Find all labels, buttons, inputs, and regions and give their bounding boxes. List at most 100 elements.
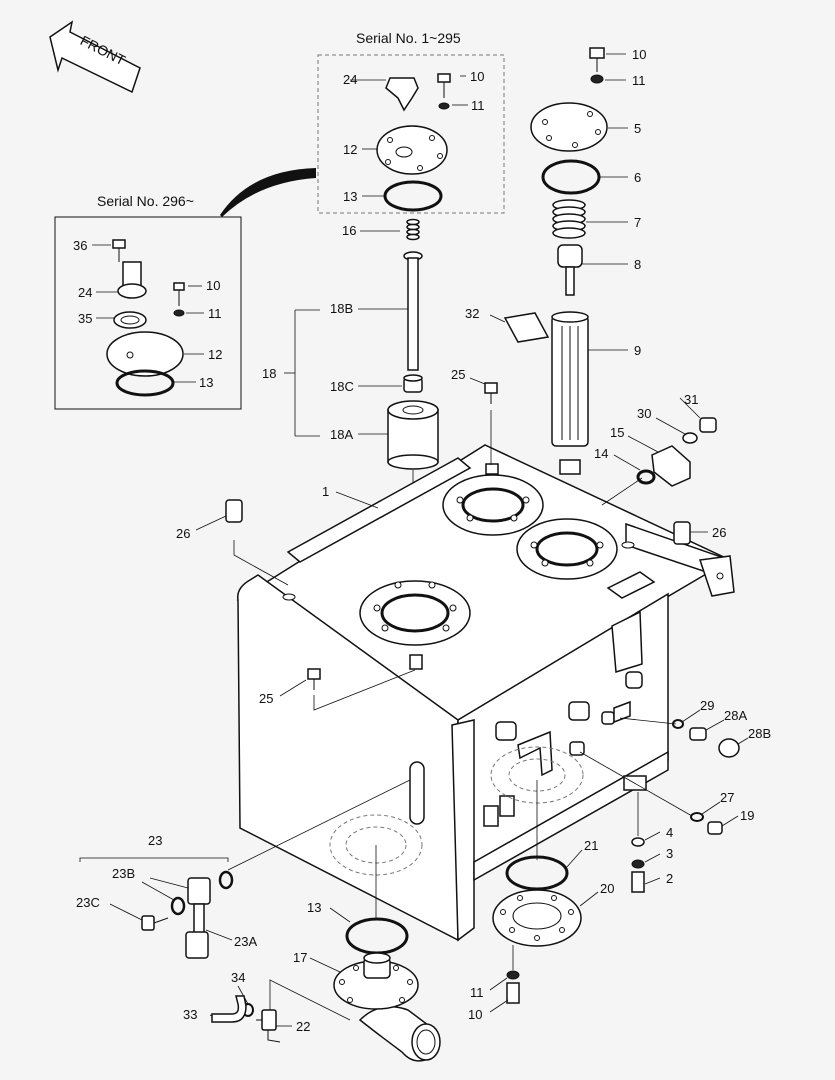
label-31: 31	[684, 392, 698, 407]
label-32: 32	[465, 306, 479, 321]
label-10c: 10	[206, 278, 220, 293]
label-5: 5	[634, 121, 641, 136]
label-24b: 24	[78, 285, 92, 300]
label-9: 9	[634, 343, 641, 358]
label-13c: 13	[307, 900, 321, 915]
bottom-cover-group: 21 20 11 10	[468, 838, 614, 1022]
label-26b: 26	[712, 525, 726, 540]
label-21: 21	[584, 838, 598, 853]
label-7: 7	[634, 215, 641, 230]
spring-washer	[438, 102, 450, 110]
port-flange-1	[442, 474, 544, 536]
label-23C: 23C	[76, 895, 100, 910]
plug-19-group: 27 19	[579, 751, 754, 835]
breather-filter	[122, 261, 142, 287]
label-29: 29	[700, 698, 714, 713]
label-11a: 11	[632, 73, 646, 88]
strainer-rod	[407, 257, 419, 371]
cover-plate-2	[106, 331, 184, 377]
port-flange-2	[516, 518, 618, 580]
label-13b: 13	[199, 375, 213, 390]
label-18A: 18A	[330, 427, 353, 442]
label-24: 24	[343, 72, 357, 87]
label-36: 36	[73, 238, 87, 253]
filter-o-ring	[541, 159, 601, 195]
front-arrow: FRONT	[49, 20, 141, 94]
label-6: 6	[634, 170, 641, 185]
label-25a: 25	[451, 367, 465, 382]
label-12b: 12	[208, 347, 222, 362]
bypass-valve	[557, 244, 583, 268]
gauge-o-ring-1	[170, 896, 186, 916]
label-22: 22	[296, 1019, 310, 1034]
label-27: 27	[720, 790, 734, 805]
label-20: 20	[600, 881, 614, 896]
cover-flange-group: 31 30 15 14	[594, 392, 717, 506]
label-11d: 11	[470, 985, 484, 1000]
serial-top-frame	[317, 54, 505, 214]
label-14: 14	[594, 446, 608, 461]
label-2: 2	[666, 871, 673, 886]
label-33: 33	[183, 1007, 197, 1022]
label-30: 30	[637, 406, 651, 421]
label-13: 13	[343, 189, 357, 204]
label-10a: 10	[632, 47, 646, 62]
label-18C: 18C	[330, 379, 354, 394]
label-15: 15	[610, 425, 624, 440]
label-8: 8	[634, 257, 641, 272]
flange-15	[651, 445, 691, 487]
magnet	[503, 312, 550, 343]
gauge-o-ring-2	[218, 870, 234, 890]
serial-1-295-detail: Serial No. 1~295 24 10 11 12 13	[317, 30, 505, 214]
label-11c: 11	[208, 306, 222, 321]
label-4: 4	[666, 825, 673, 840]
bottom-cover-20	[492, 889, 582, 947]
bolt-25-top: 25	[451, 367, 498, 465]
label-16: 16	[342, 223, 356, 238]
label-23: 23	[148, 833, 162, 848]
label-17: 17	[293, 950, 307, 965]
serial-top-label: Serial No. 1~295	[356, 30, 461, 46]
filter-cover	[530, 102, 608, 152]
label-18: 18	[262, 366, 276, 381]
breather-cap	[385, 77, 419, 112]
plug-26-group: 26 26	[176, 499, 726, 586]
suction-strainer-assembly: 16 18B 18 18C 18A	[262, 218, 439, 580]
label-12: 12	[343, 142, 357, 157]
label-11: 11	[471, 98, 485, 113]
suction-elbow-group: 13 17 34 33 22	[183, 900, 441, 1062]
level-gauge-group: 23 23B 23C 23A	[76, 779, 411, 959]
label-26a: 26	[176, 526, 190, 541]
bolt-head	[437, 73, 451, 83]
serial-296-detail: Serial No. 296~ 36 24 35 10 11 12 13	[54, 193, 242, 410]
drain-fitting-group: 29 28A 28B	[619, 698, 771, 758]
label-18B: 18B	[330, 301, 353, 316]
suction-port-flange	[359, 580, 471, 646]
label-10: 10	[470, 69, 484, 84]
label-28B: 28B	[748, 726, 771, 741]
hose-33	[211, 995, 247, 1023]
drain-valve-22	[261, 1009, 277, 1031]
level-gauge-slot	[409, 761, 425, 825]
label-19: 19	[740, 808, 754, 823]
hydraulic-tank	[236, 444, 735, 942]
label-23A: 23A	[234, 934, 257, 949]
pointer-arrow	[220, 168, 316, 217]
serial-left-frame	[54, 216, 242, 410]
label-25b: 25	[259, 691, 273, 706]
return-filter-assembly: 10 11 5 6 7 8 9 32	[465, 47, 646, 447]
strainer-spring	[406, 218, 420, 241]
label-10d: 10	[468, 1007, 482, 1022]
serial-left-label: Serial No. 296~	[97, 193, 194, 209]
label-35: 35	[78, 311, 92, 326]
bolt-stack-group: 4 3 2	[631, 792, 673, 893]
label-3: 3	[666, 846, 673, 861]
filter-spring	[552, 199, 586, 239]
label-34: 34	[231, 970, 245, 985]
label-28A: 28A	[724, 708, 747, 723]
label-1: 1	[322, 484, 329, 499]
bolt-25-lower: 25	[259, 668, 416, 711]
o-ring	[383, 180, 443, 212]
cover-plate	[376, 125, 448, 175]
